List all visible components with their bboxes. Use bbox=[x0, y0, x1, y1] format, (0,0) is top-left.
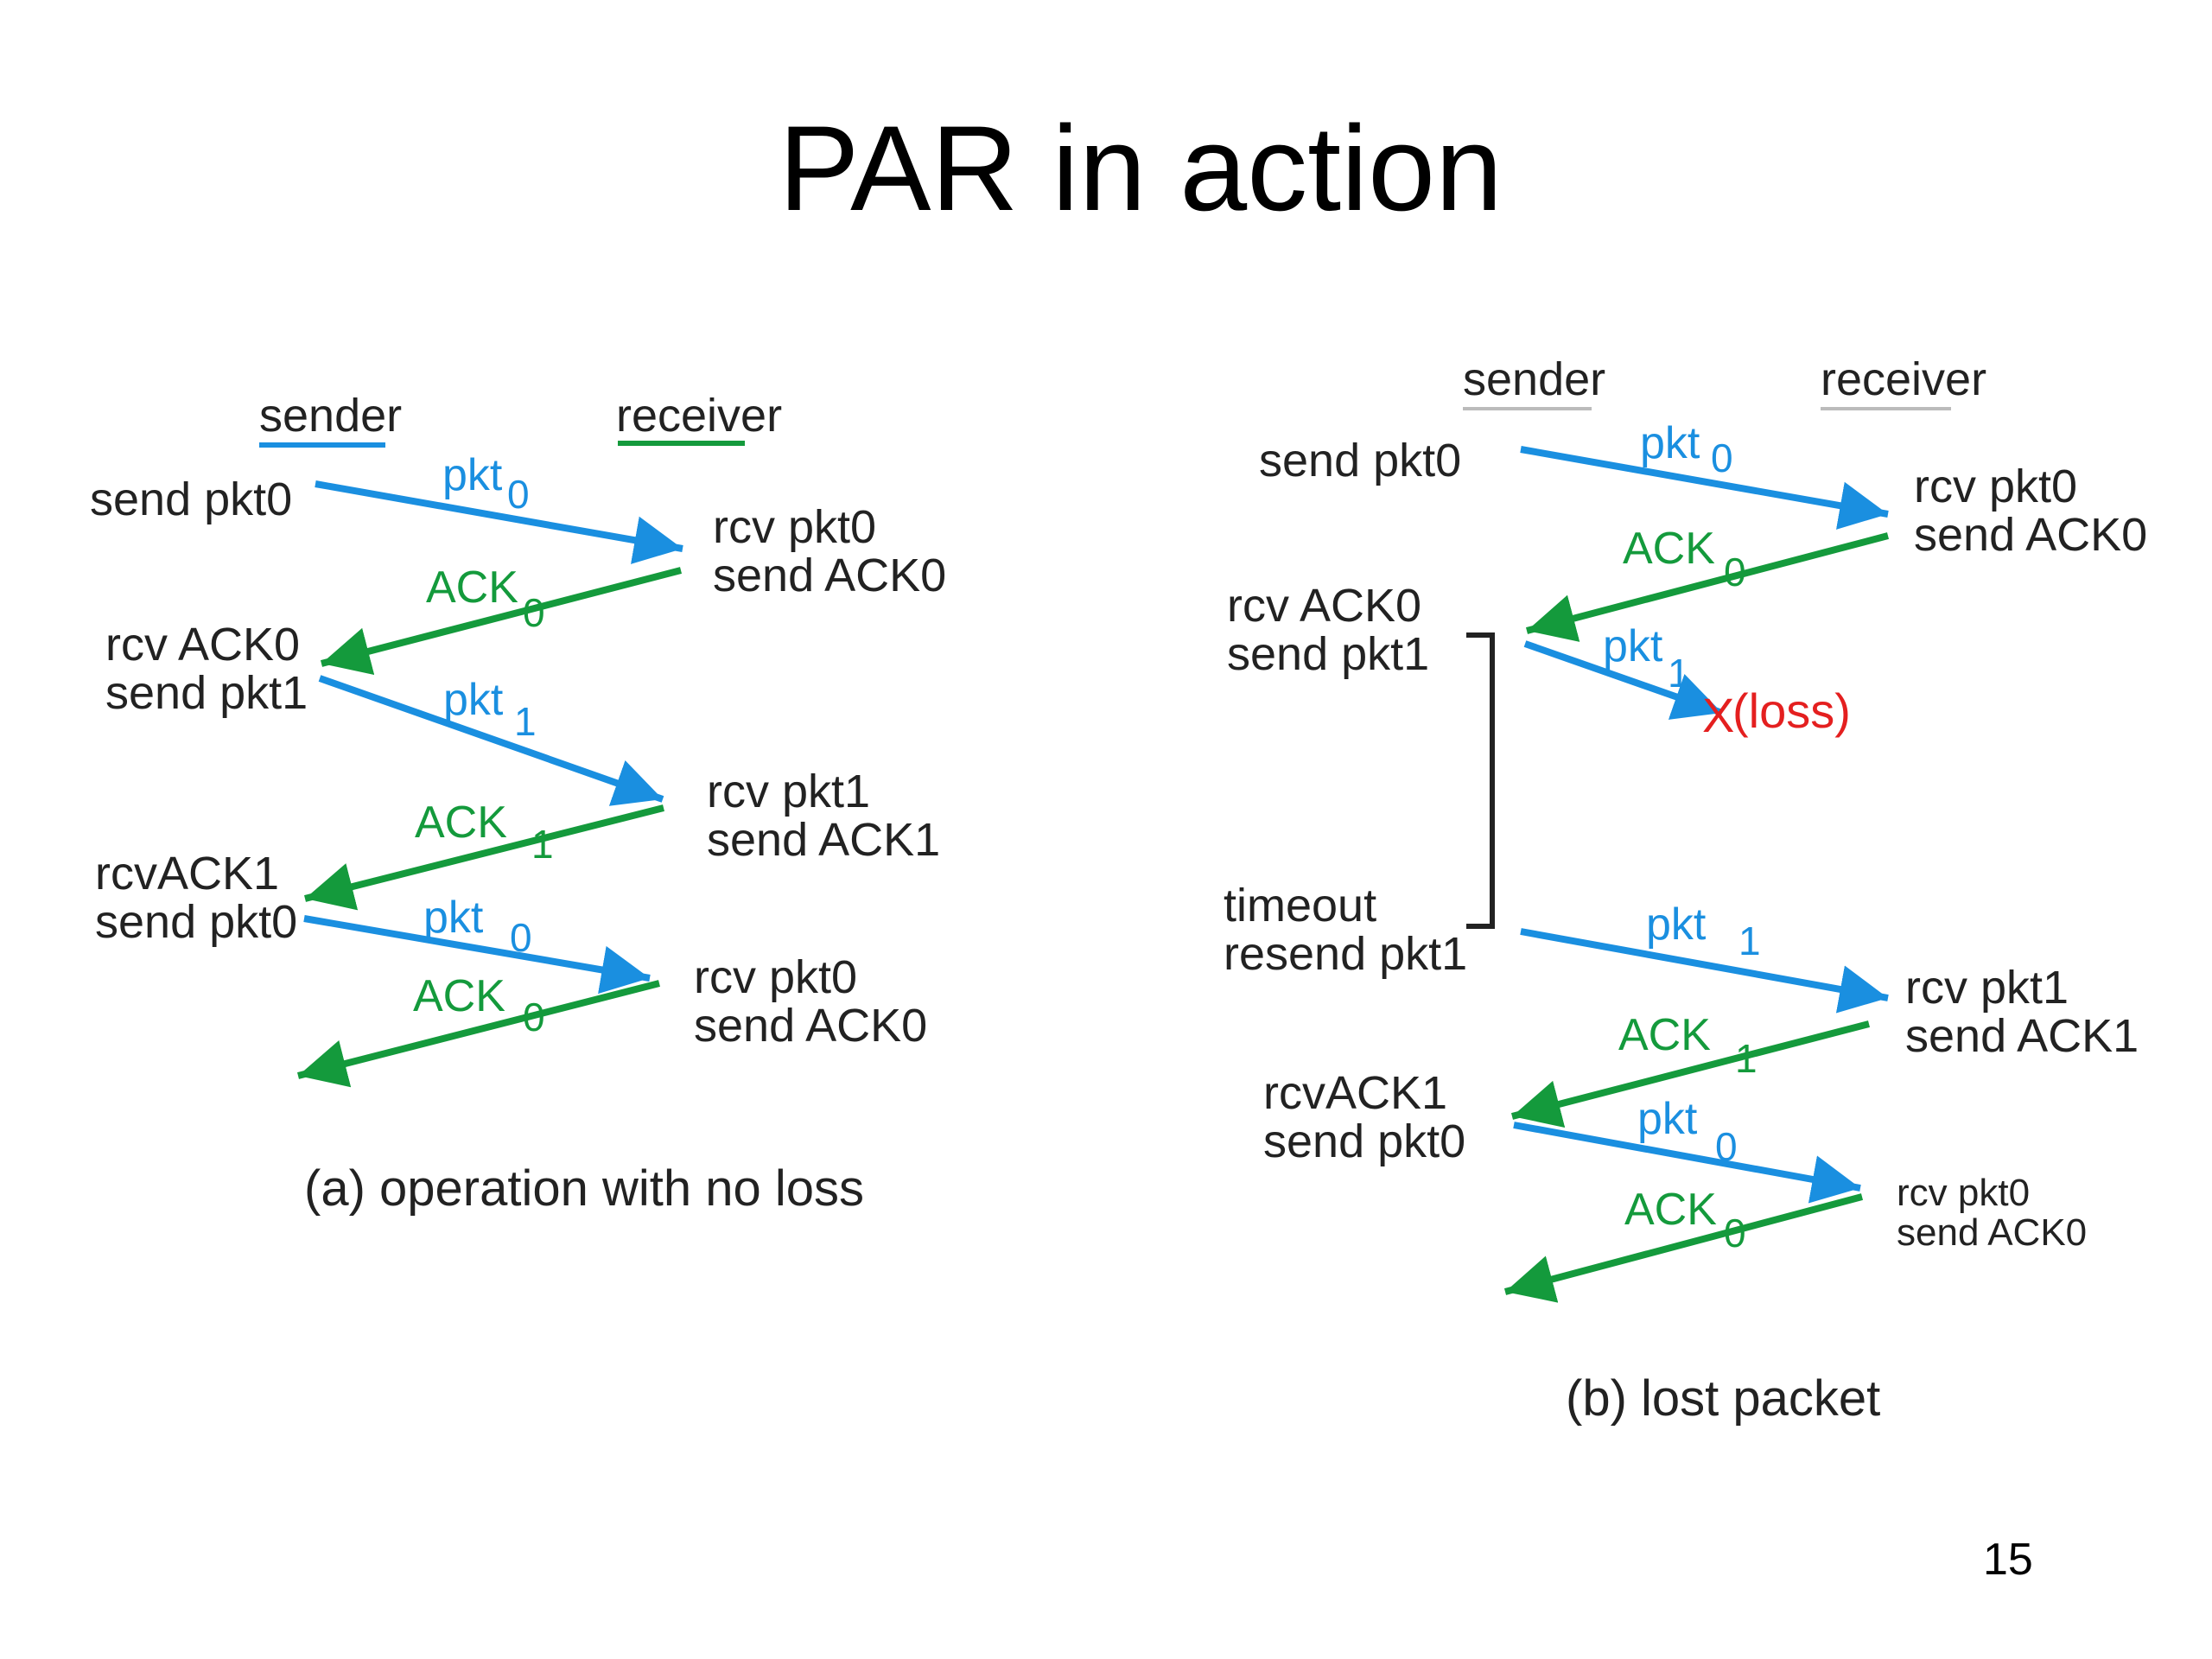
ack-sub-a-1: 0 bbox=[523, 590, 545, 635]
pkt-label-a-2: pkt bbox=[443, 675, 504, 725]
ack-label-a-1: ACK bbox=[426, 563, 518, 613]
sender-header-a: sender bbox=[259, 390, 403, 442]
sender-event-a-1: send pkt0 bbox=[90, 474, 293, 525]
ack1-arrow-a bbox=[304, 804, 664, 911]
pkt0-arrow-b bbox=[1520, 446, 1889, 530]
pkt1-arrow-a bbox=[318, 675, 664, 806]
pkt0-arrow-a bbox=[315, 480, 683, 564]
ack0-second-arrow-a bbox=[297, 980, 660, 1088]
ack0-arrow-b bbox=[1525, 532, 1890, 642]
pkt-sub-b-1: 0 bbox=[1711, 435, 1733, 480]
page-number: 15 bbox=[1983, 1535, 2033, 1585]
sender-event-a-2: rcv ACK0 send pkt1 bbox=[105, 619, 308, 719]
pkt0-second-arrow-a bbox=[303, 915, 651, 995]
pkt-sub-b-4: 0 bbox=[1715, 1124, 1738, 1169]
receiver-header-b: receiver bbox=[1821, 353, 1987, 405]
pkt-sub-b-3: 1 bbox=[1738, 918, 1761, 963]
pkt-label-b-2: pkt bbox=[1603, 621, 1663, 671]
pkt-label-b-1: pkt bbox=[1640, 418, 1700, 468]
ack-sub-b-2: 1 bbox=[1735, 1036, 1758, 1081]
sender-header-b: sender bbox=[1463, 353, 1606, 405]
ack0-second-arrow-b bbox=[1503, 1193, 1864, 1303]
receiver-event-b-2: rcv pkt1 send ACK1 bbox=[1905, 962, 2139, 1062]
ack-label-b-3: ACK bbox=[1624, 1185, 1717, 1235]
ack-sub-b-3: 0 bbox=[1724, 1211, 1746, 1255]
timeout-bracket bbox=[1466, 632, 1495, 929]
pkt-sub-a-1: 0 bbox=[507, 472, 530, 517]
receiver-event-a-3: rcv pkt0 send ACK0 bbox=[694, 951, 928, 1052]
receiver-event-b-3: rcv pkt0 send ACK0 bbox=[1897, 1172, 2088, 1254]
pkt0-second-arrow-b bbox=[1513, 1122, 1861, 1204]
ack-label-a-3: ACK bbox=[413, 971, 505, 1021]
pkt1-resend-arrow-b bbox=[1520, 928, 1889, 1014]
ack-label-b-1: ACK bbox=[1623, 524, 1715, 574]
receiver-event-b-1: rcv pkt0 send ACK0 bbox=[1914, 461, 2148, 561]
sender-event-b-1: send pkt0 bbox=[1259, 435, 1462, 486]
ack0-arrow-a bbox=[320, 567, 683, 676]
ack-sub-a-2: 1 bbox=[531, 822, 554, 867]
pkt-sub-a-2: 1 bbox=[514, 699, 537, 744]
caption-a: (a) operation with no loss bbox=[304, 1160, 864, 1217]
pkt1-lost-arrow-b bbox=[1523, 640, 1724, 720]
loss-x-mark: X bbox=[1702, 688, 1735, 742]
sender-event-a-3: rcvACK1 send pkt0 bbox=[95, 848, 298, 948]
receiver-event-a-1: rcv pkt0 send ACK0 bbox=[713, 501, 947, 601]
ack1-arrow-b bbox=[1510, 1020, 1871, 1128]
receiver-event-a-2: rcv pkt1 send ACK1 bbox=[707, 766, 941, 866]
sender-event-b-2: rcv ACK0 send pkt1 bbox=[1227, 580, 1430, 680]
pkt-label-b-3: pkt bbox=[1646, 899, 1707, 950]
pkt-sub-a-3: 0 bbox=[510, 915, 532, 960]
sender-event-b-4: rcvACK1 send pkt0 bbox=[1263, 1067, 1466, 1167]
ack-label-a-2: ACK bbox=[415, 798, 507, 848]
ack-sub-b-1: 0 bbox=[1724, 550, 1746, 594]
slide-title: PAR in action bbox=[779, 100, 1503, 236]
pkt-sub-b-2: 1 bbox=[1668, 651, 1690, 696]
ack-label-b-2: ACK bbox=[1618, 1010, 1711, 1060]
loss-label: (loss) bbox=[1732, 683, 1851, 738]
pkt-label-a-3: pkt bbox=[423, 893, 484, 943]
pkt-label-a-1: pkt bbox=[442, 450, 503, 500]
pkt-label-b-4: pkt bbox=[1637, 1094, 1698, 1144]
receiver-header-a: receiver bbox=[616, 390, 783, 442]
caption-b: (b) lost packet bbox=[1566, 1370, 1881, 1427]
ack-sub-a-3: 0 bbox=[523, 995, 545, 1039]
sender-event-b-3: timeout resend pkt1 bbox=[1224, 880, 1468, 980]
